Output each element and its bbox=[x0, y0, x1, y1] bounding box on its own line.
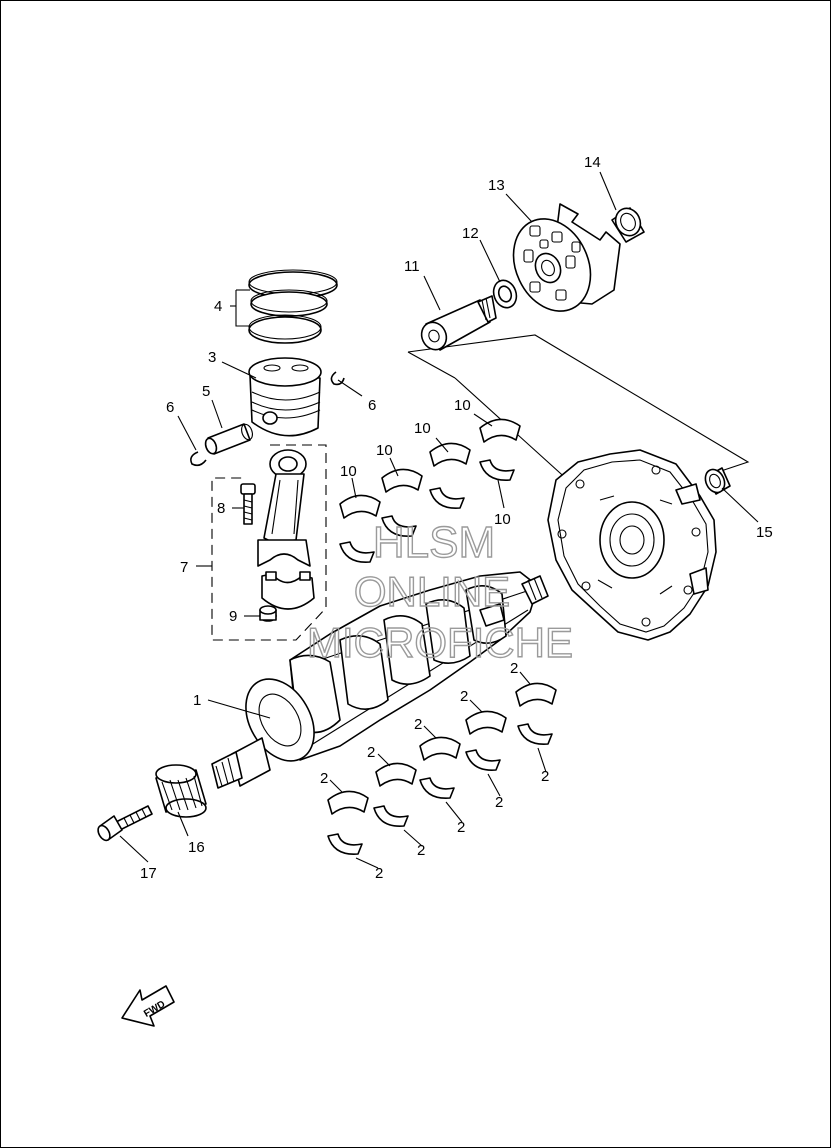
washer bbox=[492, 279, 518, 309]
callout-6-right: 6 bbox=[368, 397, 376, 414]
crank-bolt bbox=[97, 805, 153, 842]
crankshaft bbox=[211, 571, 549, 789]
callout-2-d: 2 bbox=[367, 744, 375, 761]
leader-lines bbox=[119, 171, 759, 869]
callout-10-e: 10 bbox=[494, 511, 511, 528]
callout-10-b: 10 bbox=[414, 420, 431, 437]
rod-bolt bbox=[240, 483, 256, 525]
callout-11: 11 bbox=[404, 258, 420, 275]
forward-arrow-icon: FWD bbox=[121, 985, 175, 1027]
rod-bearings bbox=[339, 418, 521, 563]
callout-2-j: 2 bbox=[375, 865, 383, 882]
callout-10-a: 10 bbox=[454, 397, 471, 414]
shaft-coupling bbox=[420, 295, 497, 351]
callout-3: 3 bbox=[208, 349, 216, 366]
callout-10-d: 10 bbox=[340, 463, 357, 480]
callout-2-a: 2 bbox=[510, 660, 518, 677]
callout-2-g: 2 bbox=[495, 794, 503, 811]
callout-12: 12 bbox=[462, 225, 479, 242]
callout-labels: 1 3 4 5 6 6 7 8 9 10 10 10 10 10 11 12 1… bbox=[140, 154, 773, 882]
callout-2-h: 2 bbox=[457, 819, 465, 836]
callout-8: 8 bbox=[217, 500, 225, 517]
conrod-group-boundary bbox=[211, 444, 327, 641]
callout-6-left: 6 bbox=[166, 399, 174, 416]
needle-bearing bbox=[155, 764, 207, 818]
flywheel-group-boundary-b bbox=[407, 351, 456, 379]
callout-2-b: 2 bbox=[460, 688, 468, 705]
connecting-rod bbox=[257, 449, 315, 610]
callout-10-c: 10 bbox=[376, 442, 393, 459]
piston-rings bbox=[248, 269, 338, 344]
callout-5: 5 bbox=[202, 383, 210, 400]
callout-2-e: 2 bbox=[320, 770, 328, 787]
callout-2-c: 2 bbox=[414, 716, 422, 733]
callout-2-i: 2 bbox=[417, 842, 425, 859]
coupling-hub bbox=[512, 203, 621, 312]
watermark-line-1: HLSM bbox=[373, 518, 495, 567]
piston bbox=[248, 357, 322, 437]
callout-1: 1 bbox=[193, 692, 201, 709]
main-bearings bbox=[327, 682, 557, 855]
crankcase-cover bbox=[547, 449, 717, 641]
callout-16: 16 bbox=[188, 839, 205, 856]
callout-17: 17 bbox=[140, 865, 157, 882]
callout-7: 7 bbox=[180, 559, 188, 576]
watermark: HLSM ONLINE MICROFICHE bbox=[306, 517, 573, 666]
callout-13: 13 bbox=[488, 177, 505, 194]
watermark-line-2: ONLINE bbox=[354, 568, 510, 615]
plug bbox=[611, 207, 645, 243]
watermark-line-3: MICROFICHE bbox=[307, 619, 573, 666]
piston-pin bbox=[204, 423, 253, 455]
crank-seal bbox=[704, 467, 731, 495]
callout-9: 9 bbox=[229, 608, 237, 625]
flywheel-group-boundary bbox=[407, 334, 750, 473]
callout-4: 4 bbox=[214, 298, 222, 315]
callout-15: 15 bbox=[756, 524, 773, 541]
callout-2-f: 2 bbox=[541, 768, 549, 785]
rod-nut bbox=[259, 605, 277, 622]
callout-14: 14 bbox=[584, 154, 601, 171]
circlip-left bbox=[190, 451, 207, 467]
